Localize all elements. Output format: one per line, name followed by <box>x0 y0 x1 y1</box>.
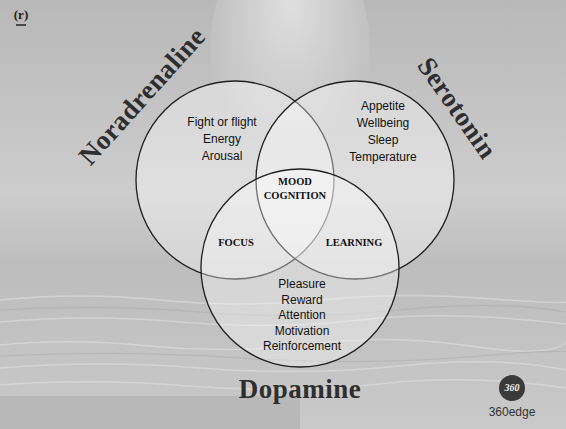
overlap-label: LEARNING <box>326 236 383 250</box>
circle-shape <box>201 169 399 367</box>
registered-mark: (r) <box>14 7 28 22</box>
overlap-label: FOCUS <box>218 236 254 250</box>
circle-body: Fight or flight Energy Arousal <box>187 114 256 165</box>
logo-circle <box>499 375 525 401</box>
circle-heading: Dopamine <box>239 374 362 404</box>
logo-mark: 360 <box>505 382 520 394</box>
brand-name: 360edge <box>489 405 536 419</box>
mark-underline <box>16 24 26 26</box>
circle-body: Appetite Wellbeing Sleep Temperature <box>349 98 416 166</box>
overlap-label: MOOD COGNITION <box>264 175 326 203</box>
circle-body: Pleasure Reward Attention Motivation Rei… <box>263 277 341 355</box>
